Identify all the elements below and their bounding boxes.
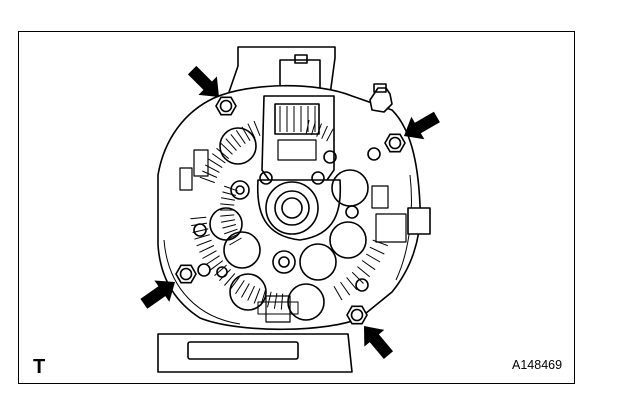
cooling-fin (225, 138, 237, 151)
bolt-bottom-right (346, 305, 368, 325)
figure-id: A148469 (512, 358, 563, 372)
cooling-fin (229, 276, 240, 291)
cooling-fin (357, 266, 371, 278)
cooling-fin (333, 285, 343, 301)
cooling-fin (191, 222, 208, 227)
cooling-fin (205, 255, 220, 265)
cooling-fin (204, 164, 220, 173)
cooling-fin (340, 281, 351, 296)
b-terminal (369, 87, 393, 113)
cooling-fin (247, 123, 256, 139)
cooling-fin (241, 283, 250, 298)
cooling-fin (369, 246, 385, 255)
bracket-slot (187, 341, 299, 360)
cooling-fin (208, 158, 223, 169)
cooling-fin (253, 120, 261, 136)
cooling-fin (202, 170, 218, 178)
cooling-fin (280, 293, 284, 310)
shaft-bore (265, 181, 319, 235)
cooling-fin (260, 290, 266, 306)
cooling-fin (214, 264, 227, 276)
rectifier-pads (209, 127, 369, 321)
mounting-bracket-bottom (157, 333, 353, 373)
arrow-to-bolt-bottom-left (140, 280, 175, 309)
cooling-fin (235, 280, 245, 295)
cooling-fin (351, 271, 364, 284)
arrow-to-bolt-top-left (187, 65, 219, 97)
cooling-fin (316, 123, 322, 137)
cooling-fin (222, 224, 237, 229)
corner-letter: T (33, 356, 46, 378)
cooling-fin (224, 273, 236, 286)
cooling-fin (202, 250, 217, 259)
cooling-fin (365, 253, 381, 263)
bolt-top-left (215, 96, 237, 116)
cooling-fin (305, 119, 310, 134)
cooling-fin (199, 176, 215, 184)
bolt-bottom-left (175, 264, 197, 284)
cooling-fin (220, 214, 235, 217)
cooling-fin (235, 130, 246, 144)
cooling-fin (372, 239, 388, 247)
cooling-fin (212, 153, 226, 164)
arrow-to-bolt-bottom-right (364, 326, 394, 359)
cooling-fin (267, 291, 272, 308)
cooling-fin (221, 197, 235, 201)
cooling-fin (311, 121, 316, 136)
cooling-fin (220, 142, 233, 155)
cooling-fin (229, 237, 242, 246)
cooling-fin (220, 203, 235, 206)
cooling-fin (361, 260, 376, 271)
cooling-fin (194, 234, 210, 240)
side-connector (407, 207, 431, 235)
figure-frame (18, 31, 575, 384)
cooling-fin (192, 228, 209, 233)
cooling-fin (226, 233, 240, 241)
cooling-fins (190, 119, 388, 310)
cooling-fin (273, 292, 278, 309)
bolt-top-right (384, 133, 406, 153)
cooling-fin (247, 285, 255, 301)
arrow-to-bolt-top-right (404, 111, 440, 140)
cooling-fin (321, 125, 328, 139)
cooling-fin (209, 260, 224, 271)
cooling-fin (346, 277, 358, 291)
mounting-bracket-top (227, 46, 336, 96)
cooling-fin (218, 269, 231, 282)
cooling-fin (222, 191, 237, 196)
cooling-fin (224, 228, 238, 235)
cooling-fin (221, 219, 235, 223)
cooling-fin (326, 128, 334, 142)
callout-arrows (140, 65, 440, 359)
cooling-fin (224, 185, 238, 192)
bearing-boss (256, 179, 342, 241)
cooling-fin (199, 245, 215, 253)
cooling-fin (253, 288, 261, 304)
cooling-fin (241, 126, 251, 141)
cooling-fin (196, 239, 212, 247)
cooling-fin (216, 147, 230, 159)
cooling-fin (190, 216, 207, 220)
cooling-fin (230, 134, 242, 148)
